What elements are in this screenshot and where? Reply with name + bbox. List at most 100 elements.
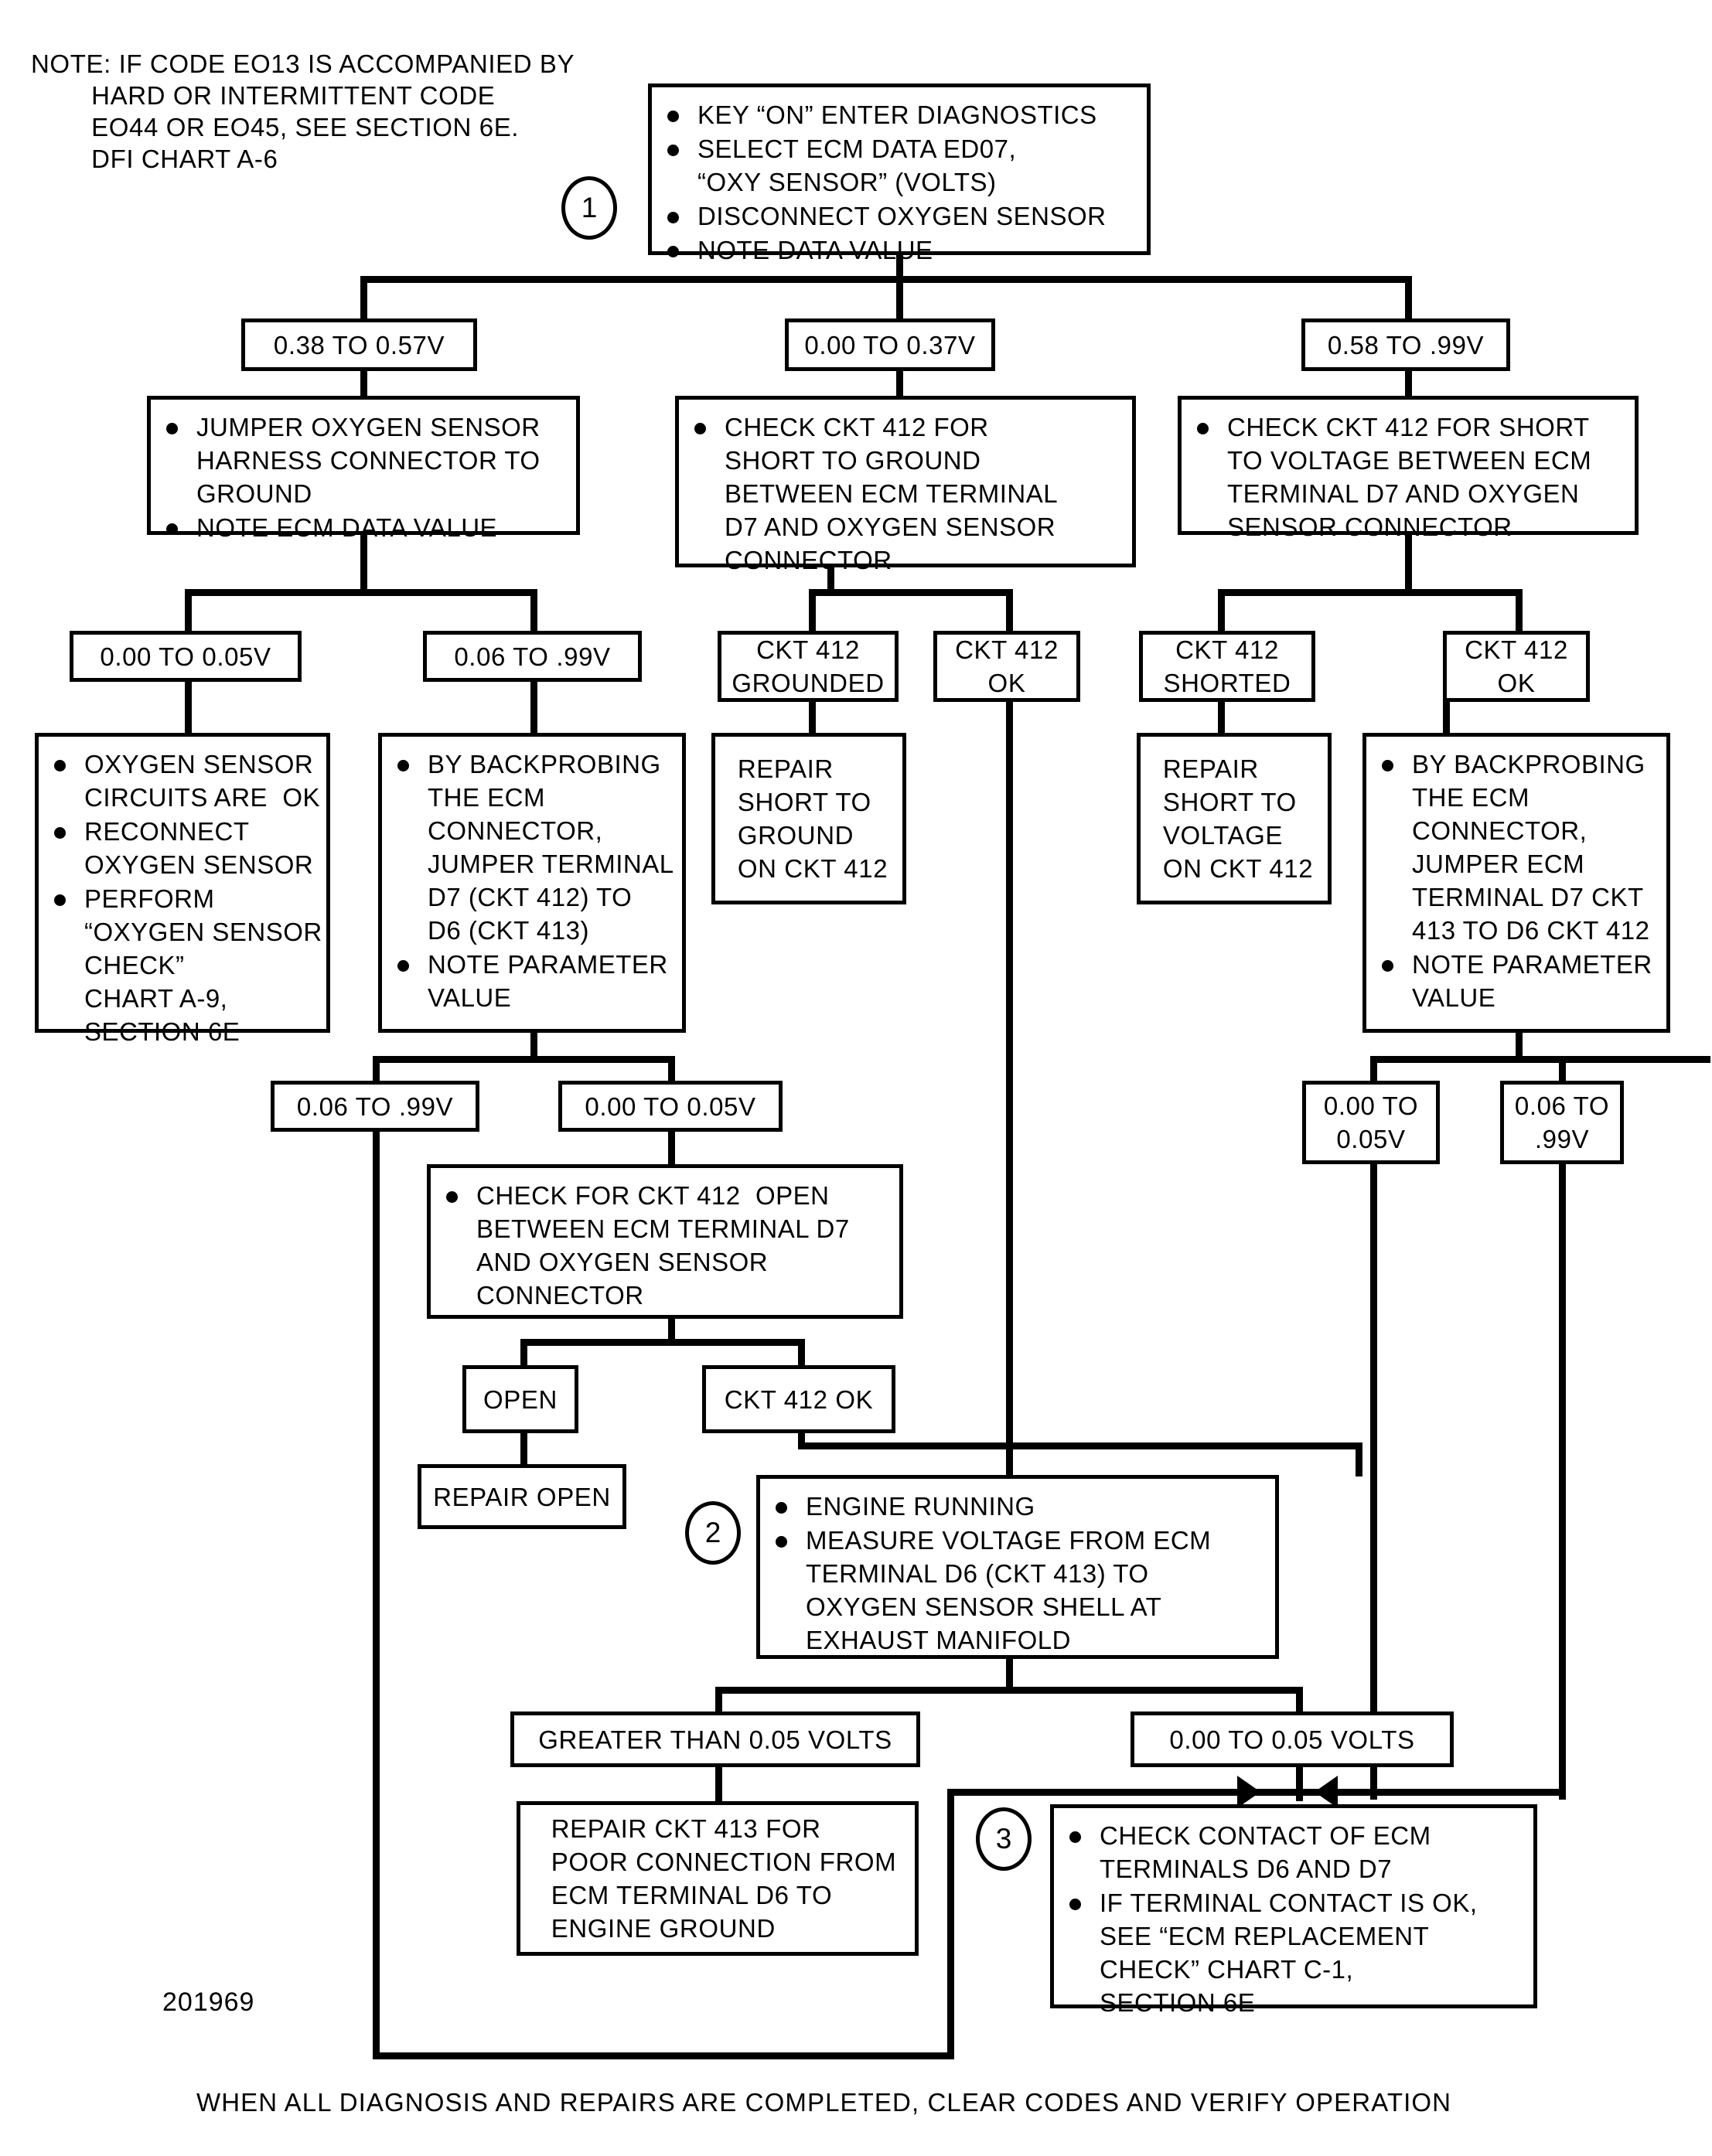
jumper-harness-list: JUMPER OXYGEN SENSOR HARNESS CONNECTOR T… bbox=[163, 410, 567, 544]
check-contact-box: CHECK CONTACT OF ECM TERMINALS D6 AND D7… bbox=[1050, 1804, 1537, 2017]
line-step2-split-bus bbox=[715, 1687, 1303, 1694]
line-to-open bbox=[520, 1339, 527, 1371]
range-f-label: 0.06 TO .99V bbox=[1514, 1092, 1610, 1153]
ckt412-grounded-label: CKT 412 GROUNDED bbox=[732, 635, 885, 697]
range-mid-box: 0.38 TO 0.57V bbox=[241, 318, 477, 371]
repair-open-box: REPAIR OPEN bbox=[418, 1464, 626, 1529]
range-b-box: 0.06 TO .99V bbox=[423, 631, 642, 682]
greater-than-box: GREATER THAN 0.05 VOLTS bbox=[510, 1712, 920, 1767]
check-open-list: CHECK FOR CKT 412 OPEN BETWEEN ECM TERMI… bbox=[443, 1179, 890, 1312]
line-range-c-long-down bbox=[373, 1130, 380, 2058]
line-csv-down bbox=[1405, 533, 1412, 595]
range-a-box: 0.00 TO 0.05V bbox=[70, 631, 302, 682]
engine-running-box: ENGINE RUNNING MEASURE VOLTAGE FROM ECM … bbox=[756, 1475, 1279, 1659]
backprobe-right-bullet-1: BY BACKPROBING THE ECM CONNECTOR, JUMPER… bbox=[1379, 748, 1657, 947]
circuits-ok-list: OXYGEN SENSOR CIRCUITS ARE OK RECONNECT … bbox=[51, 748, 322, 1048]
line-csv-bus bbox=[1218, 589, 1523, 596]
engine-running-bullet-1: ENGINE RUNNING bbox=[772, 1490, 1266, 1523]
line-step2-bus bbox=[798, 1442, 1362, 1449]
range-f-box: 0.06 TO .99V bbox=[1500, 1081, 1624, 1164]
line-step2-right-down bbox=[1356, 1442, 1362, 1477]
open-box: OPEN bbox=[462, 1365, 578, 1433]
note-line-3: EO44 OR EO45, SEE SECTION 6E. bbox=[31, 113, 520, 141]
greater-than-label: GREATER THAN 0.05 VOLTS bbox=[538, 1725, 892, 1754]
range-b-label: 0.06 TO .99V bbox=[454, 642, 611, 671]
line-range-mid-down bbox=[360, 370, 367, 399]
line-to-ckt-ok-1 bbox=[1006, 589, 1013, 635]
line-check-open-down bbox=[668, 1317, 675, 1345]
jumper-harness-bullet-2: NOTE ECM DATA VALUE bbox=[163, 511, 567, 544]
open-label: OPEN bbox=[483, 1385, 558, 1414]
range-e-box: 0.00 TO 0.05V bbox=[1302, 1081, 1440, 1164]
line-range-d-down bbox=[668, 1130, 675, 1167]
line-footer-bus bbox=[373, 2052, 954, 2059]
line-jumper-down bbox=[360, 533, 367, 595]
backprobe-left-bullet-2: NOTE PARAMETER VALUE bbox=[394, 948, 673, 1014]
start-bullet-list: KEY “ON” ENTER DIAGNOSTICS SELECT ECM DA… bbox=[664, 98, 1137, 267]
start-bullet-4: NOTE DATA VALUE bbox=[664, 233, 1137, 267]
check-open-bullet-1: CHECK FOR CKT 412 OPEN BETWEEN ECM TERMI… bbox=[443, 1179, 890, 1312]
check-contact-bullet-2: IF TERMINAL CONTACT IS OK, SEE “ECM REPL… bbox=[1066, 1886, 1524, 2019]
line-to-ckt-ok-2 bbox=[1516, 589, 1523, 635]
backprobe-right-box: BY BACKPROBING THE ECM CONNECTOR, JUMPER… bbox=[1362, 733, 1670, 1033]
line-to-range-high bbox=[1405, 276, 1412, 324]
line-check-open-bus bbox=[520, 1339, 805, 1346]
line-bpr-bus bbox=[1370, 1056, 1710, 1063]
line-csg-down bbox=[827, 566, 834, 595]
backprobe-right-list: BY BACKPROBING THE ECM CONNECTOR, JUMPER… bbox=[1379, 748, 1657, 1014]
note-line-4: DFI CHART A-6 bbox=[31, 145, 278, 173]
note-line-1: NOTE: IF CODE EO13 IS ACCOMPANIED BY bbox=[31, 49, 575, 78]
check-contact-bullet-1: CHECK CONTACT OF ECM TERMINALS D6 AND D7 bbox=[1066, 1819, 1524, 1885]
line-to-range-f bbox=[1559, 1056, 1566, 1088]
repair-short-voltage-label: REPAIR SHORT TO VOLTAGE ON CKT 412 bbox=[1162, 754, 1314, 883]
start-instructions-box: KEY “ON” ENTER DIAGNOSTICS SELECT ECM DA… bbox=[648, 83, 1151, 264]
line-jumper-bus bbox=[185, 589, 537, 596]
engine-running-bullet-2: MEASURE VOLTAGE FROM ECM TERMINAL D6 (CK… bbox=[772, 1524, 1266, 1657]
range-a-label: 0.00 TO 0.05V bbox=[100, 642, 271, 671]
line-to-range-e bbox=[1370, 1056, 1377, 1088]
line-grounded-down bbox=[809, 700, 816, 734]
repair-ckt413-box: REPAIR CKT 413 FOR POOR CONNECTION FROM … bbox=[517, 1801, 919, 1956]
backprobe-left-box: BY BACKPROBING THE ECM CONNECTOR, JUMPER… bbox=[378, 733, 686, 1033]
jumper-harness-bullet-1: JUMPER OXYGEN SENSOR HARNESS CONNECTOR T… bbox=[163, 410, 567, 510]
step-2-marker: 2 bbox=[685, 1501, 741, 1565]
range-d-box: 0.00 TO 0.05V bbox=[558, 1081, 783, 1132]
line-step3-side bbox=[947, 1789, 954, 2059]
ckt412-ok-3-label: CKT 412 OK bbox=[724, 1385, 874, 1414]
line-to-range-d bbox=[668, 1056, 675, 1088]
line-to-ckt-shorted bbox=[1218, 589, 1225, 635]
ckt412-grounded-box: CKT 412 GROUNDED bbox=[718, 631, 899, 702]
circuits-ok-bullet-3: PERFORM “OXYGEN SENSOR CHECK” CHART A-9,… bbox=[51, 882, 322, 1048]
line-step2-down bbox=[1006, 1657, 1013, 1693]
line-to-range-b bbox=[530, 589, 537, 635]
line-range-high-down bbox=[1405, 370, 1412, 399]
check-open-box: CHECK FOR CKT 412 OPEN BETWEEN ECM TERMI… bbox=[427, 1164, 903, 1319]
line-step3-bus-right bbox=[1296, 1789, 1563, 1796]
start-bullet-1: KEY “ON” ENTER DIAGNOSTICS bbox=[664, 98, 1137, 131]
repair-short-ground-label: REPAIR SHORT TO GROUND ON CKT 412 bbox=[737, 754, 888, 883]
line-bpr-down bbox=[1516, 1031, 1523, 1062]
line-greater-down bbox=[715, 1766, 722, 1804]
zero-to-005-box: 0.00 TO 0.05 VOLTS bbox=[1131, 1712, 1454, 1767]
repair-ckt413-label: REPAIR CKT 413 FOR POOR CONNECTION FROM … bbox=[551, 1814, 897, 1943]
line-to-range-c bbox=[373, 1056, 380, 1088]
start-bullet-3: DISCONNECT OXYGEN SENSOR bbox=[664, 199, 1137, 233]
range-high-label: 0.58 TO .99V bbox=[1327, 330, 1485, 359]
step-1-marker: 1 bbox=[561, 176, 617, 240]
line-ok2-down bbox=[1443, 700, 1450, 734]
arrow-left-icon bbox=[1315, 1776, 1338, 1808]
ckt412-ok-2-label: CKT 412 OK bbox=[1465, 635, 1568, 697]
check-short-ground-box: CHECK CKT 412 FOR SHORT TO GROUND BETWEE… bbox=[675, 396, 1136, 574]
backprobe-right-bullet-2: NOTE PARAMETER VALUE bbox=[1379, 948, 1657, 1014]
repair-open-label: REPAIR OPEN bbox=[433, 1482, 611, 1511]
range-low-label: 0.00 TO 0.37V bbox=[804, 330, 976, 359]
line-to-range-low bbox=[896, 276, 903, 324]
range-c-box: 0.06 TO .99V bbox=[271, 1081, 479, 1132]
line-ok3-down bbox=[798, 1430, 805, 1449]
line-range-low-down bbox=[896, 370, 903, 399]
check-short-ground-bullet-1: CHECK CKT 412 FOR SHORT TO GROUND BETWEE… bbox=[691, 410, 1123, 577]
ckt412-ok-2-box: CKT 412 OK bbox=[1443, 631, 1590, 702]
line-zero005-down bbox=[1296, 1766, 1303, 1801]
line-to-ckt-grounded bbox=[809, 589, 816, 635]
